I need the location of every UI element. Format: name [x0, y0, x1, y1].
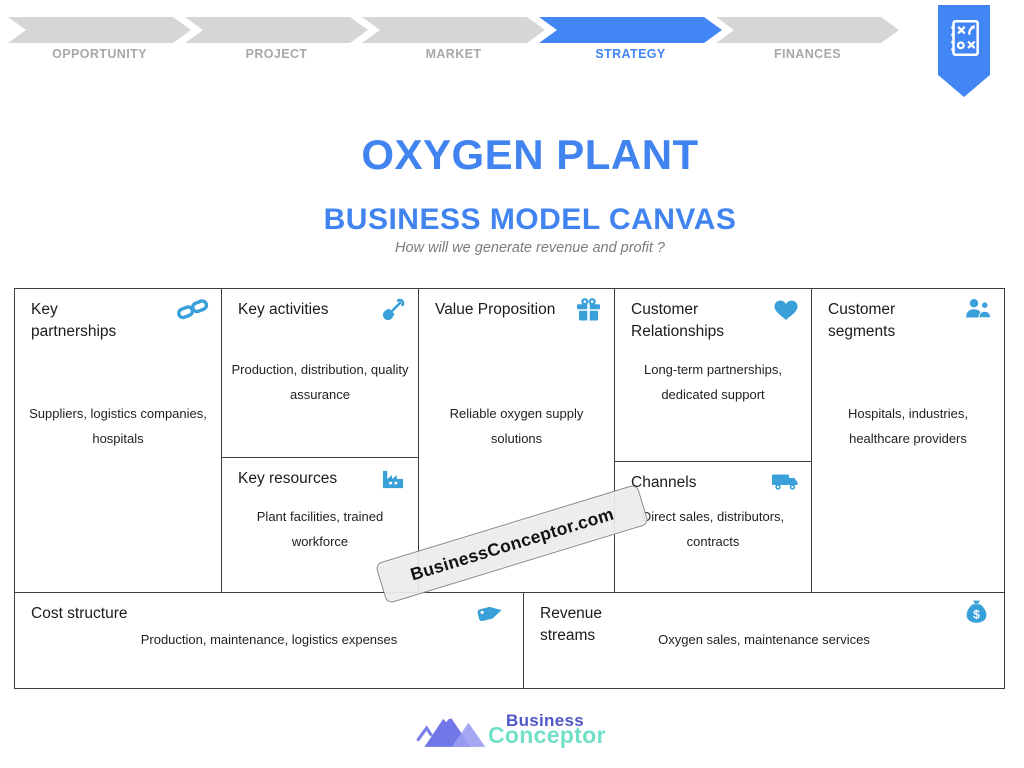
cell-body-line: solutions	[490, 431, 543, 446]
step-strategy[interactable]: STRATEGY	[539, 17, 722, 61]
cell-body-line: assurance	[290, 387, 350, 402]
step-opportunity[interactable]: OPPORTUNITY	[8, 17, 191, 61]
step-market[interactable]: MARKET	[362, 17, 545, 61]
cell-channels: Channels Direct sales, distributors, con…	[614, 461, 812, 593]
footer-logo: Business Conceptor	[414, 705, 624, 760]
step-project[interactable]: PROJECT	[185, 17, 368, 61]
cell-body-line: Production, maintenance, logistics expen…	[140, 632, 398, 647]
step-label: PROJECT	[245, 47, 308, 61]
gift-icon	[575, 298, 602, 327]
cell-customer-segments: Customer segments Hospitals, industries,…	[811, 288, 1005, 593]
cell-key-resources: Key resources Plant facilities, trained …	[221, 457, 419, 593]
cell-title: Cost structure	[31, 605, 128, 622]
step-arrow	[362, 17, 545, 43]
step-arrow	[8, 17, 191, 43]
step-label: FINANCES	[773, 47, 842, 61]
cell-body-line: Direct sales, distributors,	[641, 509, 785, 524]
truck-icon	[771, 471, 799, 497]
svg-text:$: $	[973, 607, 980, 621]
mountain-icon	[416, 712, 486, 747]
cell-customer-relationships: Customer Relationships Long-term partner…	[614, 288, 812, 462]
strategy-bookmark[interactable]	[938, 5, 990, 97]
cell-body-line: healthcare providers	[849, 431, 967, 446]
cell-body-line: hospitals	[92, 431, 144, 446]
logo-text-business: Business	[506, 711, 584, 730]
people-icon	[965, 298, 992, 325]
moneybag-icon: $	[965, 599, 988, 629]
cell-title: Revenue streams	[540, 605, 603, 645]
cell-cost-structure: Cost structure Production, maintenance, …	[14, 592, 524, 689]
tag-icon	[475, 601, 505, 630]
heart-icon	[773, 298, 799, 326]
step-finances[interactable]: FINANCES	[716, 17, 899, 61]
cell-body-line: contracts	[686, 534, 740, 549]
step-arrow	[539, 17, 722, 43]
strategy-tactics-icon	[951, 19, 979, 57]
cell-title: Key resources	[238, 470, 338, 487]
cell-key-activities: Key activities Production, distribution,…	[221, 288, 419, 458]
page-subtitle: BUSINESS MODEL CANVAS	[323, 203, 737, 236]
link-icon	[177, 298, 209, 327]
cell-revenue-streams: Revenue streams $ Oxygen sales, maintena…	[523, 592, 1005, 689]
cell-body-line: Production, distribution, quality	[231, 362, 409, 377]
page-question: How will we generate revenue and profit …	[394, 240, 665, 256]
cell-body-line: Suppliers, logistics companies,	[29, 406, 207, 421]
cell-title: Value Proposition	[435, 301, 556, 318]
cell-title: Customer segments	[828, 301, 896, 341]
factory-icon	[380, 467, 406, 495]
cell-body-line: Plant facilities, trained	[256, 509, 384, 524]
logo-text-conceptor: Conceptor	[488, 722, 606, 748]
cell-body-line: Reliable oxygen supply	[449, 406, 584, 421]
cell-body-line: Hospitals, industries,	[848, 406, 968, 421]
cell-title: Key activities	[238, 301, 329, 318]
shovel-icon	[380, 298, 406, 327]
step-label: STRATEGY	[595, 47, 666, 61]
cell-title: Channels	[631, 474, 697, 491]
cell-key-partnerships: Key partnerships Suppliers, logistics co…	[14, 288, 222, 593]
page-title: OXYGEN PLANT	[361, 131, 699, 178]
cell-body-line: dedicated support	[661, 387, 765, 402]
cell-body-line: Long-term partnerships,	[643, 362, 782, 377]
cell-body-line: workforce	[291, 534, 349, 549]
step-arrow	[716, 17, 899, 43]
cell-title: Customer Relationships	[631, 301, 725, 341]
step-arrow	[185, 17, 368, 43]
step-label: OPPORTUNITY	[52, 47, 147, 61]
cell-body-line: Oxygen sales, maintenance services	[658, 632, 870, 647]
step-label: MARKET	[425, 47, 482, 61]
cell-title: Key partnerships	[31, 301, 117, 341]
